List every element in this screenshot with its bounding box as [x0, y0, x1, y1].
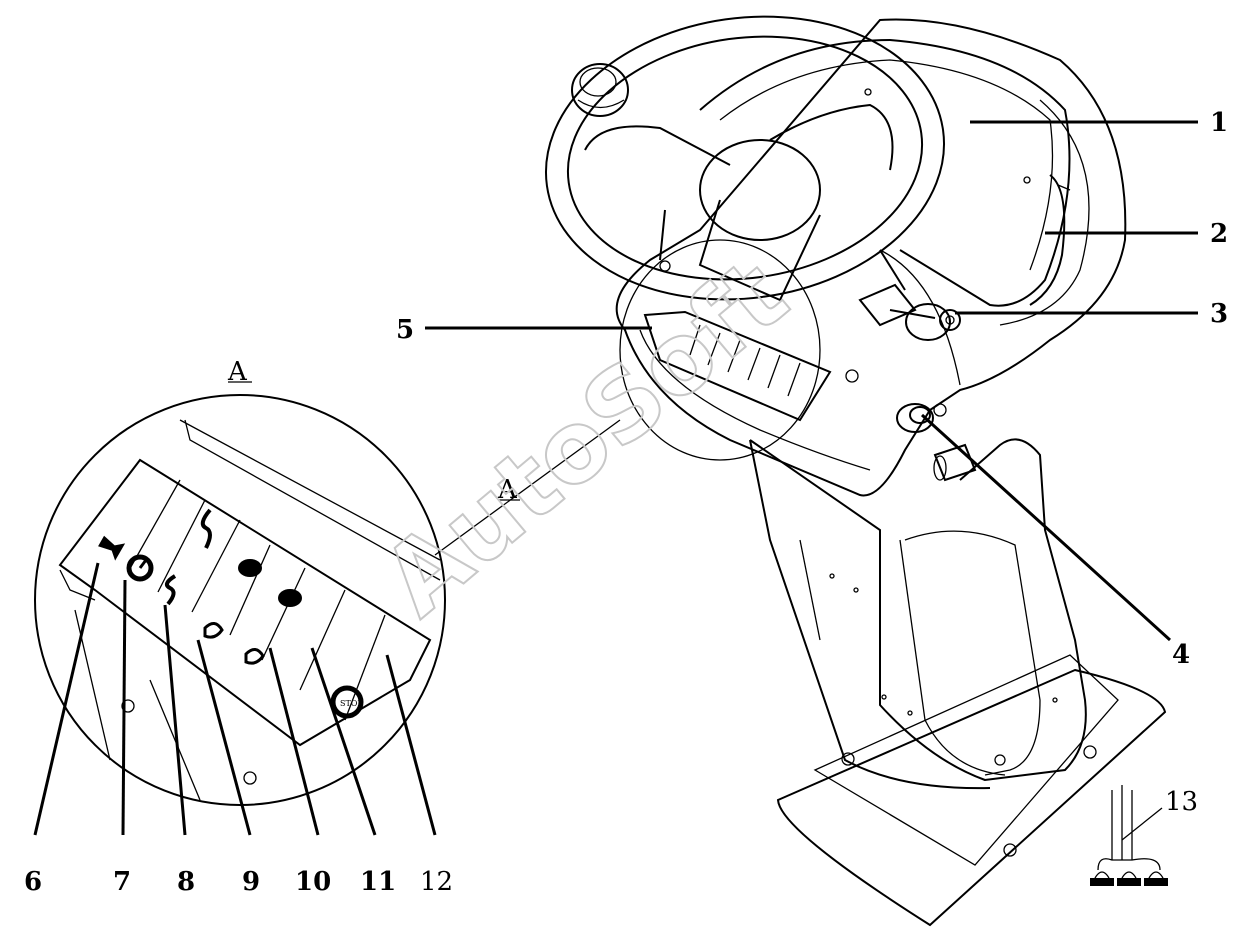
- ignition-switch: [896, 403, 934, 433]
- callout-11: 11: [360, 867, 396, 897]
- turtle-icon: [238, 559, 302, 607]
- steering-console: [544, 15, 1167, 927]
- callout-8: 8: [177, 867, 195, 897]
- base-plate: [776, 654, 1167, 927]
- leader-7: [121, 579, 127, 836]
- section-marker: A: [497, 475, 518, 505]
- leader-13: [1121, 807, 1163, 841]
- stop-label: STOP: [340, 699, 363, 708]
- detail-reference-circle: [619, 239, 821, 461]
- callout-2: 2: [1210, 219, 1228, 249]
- gauge-icon: [126, 554, 154, 582]
- leader-4: [920, 413, 1172, 642]
- rabbit-icon: [203, 622, 265, 665]
- leader-10: [268, 647, 320, 836]
- callout-10: 10: [295, 867, 331, 897]
- callout-7: 7: [113, 867, 131, 897]
- stop-icon: STOP: [330, 685, 364, 719]
- callout-4: 4: [1172, 640, 1190, 670]
- leader-9: [196, 639, 252, 836]
- callout-6: 6: [24, 867, 42, 897]
- steering-wheel: [544, 15, 946, 302]
- horn-icon: [98, 535, 126, 561]
- callout-12: 12: [420, 867, 453, 897]
- callout-leaders: [33, 120, 1198, 841]
- instrument-panel: [699, 38, 1071, 307]
- connector-symbol: [1090, 785, 1168, 886]
- direction-lever: [858, 283, 961, 341]
- callout-9: 9: [242, 867, 260, 897]
- leader-8: [163, 604, 187, 836]
- watermark: AutoSoft: [362, 238, 808, 638]
- projection-line: [434, 419, 621, 556]
- vibration-high-icon: [200, 508, 212, 549]
- callout-3: 3: [1210, 299, 1228, 329]
- view-marker: A: [227, 357, 248, 387]
- switch-panel: [643, 260, 832, 422]
- detail-view-a: STOP: [34, 394, 621, 806]
- callout-1: 1: [1210, 108, 1228, 138]
- callout-5: 5: [396, 315, 414, 345]
- pedestal-column: [749, 438, 1087, 790]
- leader-6: [33, 562, 100, 836]
- detail-circle: [34, 394, 446, 806]
- leader-11: [310, 647, 377, 836]
- callout-13: 13: [1165, 787, 1198, 817]
- vibration-low-icon: [164, 574, 177, 606]
- spinner-knob: [571, 63, 629, 117]
- leader-12: [385, 654, 437, 836]
